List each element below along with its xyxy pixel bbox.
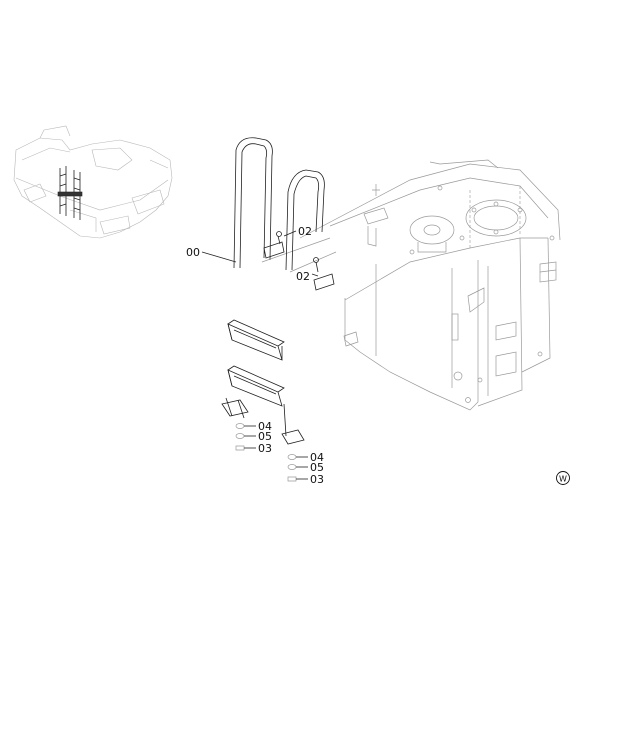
handrail-left: [233, 137, 331, 269]
step-mount-bracket-left: [221, 397, 249, 419]
step-lower: [227, 365, 285, 407]
circled-w-mark: W: [556, 471, 570, 485]
callout-05-left: 05: [258, 430, 272, 443]
handrail-clamp-upper: [263, 231, 285, 259]
callout-04-left: 04: [258, 420, 272, 433]
fasteners-right: [287, 454, 297, 482]
handrail-clamp-lower: [313, 257, 335, 291]
machine-body-housing: [299, 159, 561, 411]
callout-03-right: 03: [310, 473, 324, 486]
callout-02-lower: 02: [296, 270, 310, 283]
circled-w-letter: W: [559, 475, 567, 484]
handrail-right: [285, 169, 337, 273]
callout-03-left: 03: [258, 442, 272, 455]
callout-02-upper: 02: [298, 225, 312, 238]
step-upper: [227, 319, 285, 361]
callout-05-right: 05: [310, 461, 324, 474]
callout-00: 00: [186, 246, 200, 259]
fasteners-left: [235, 423, 245, 451]
callout-04-right: 04: [310, 451, 324, 464]
step-mount-bracket-right: [281, 403, 305, 445]
ladder-highlight: [57, 166, 83, 220]
machine-overview-thumbnail: [13, 125, 173, 239]
